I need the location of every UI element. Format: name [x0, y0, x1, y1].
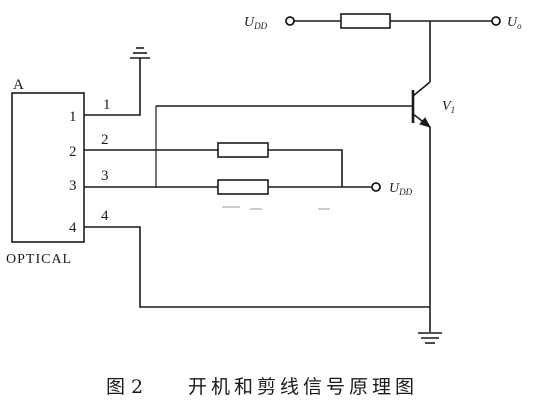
transistor-v1	[411, 21, 432, 332]
supply-top-left-label: UDD	[244, 15, 268, 31]
figure-title: 开机和剪线信号原理图	[188, 376, 418, 398]
connector-name: OPTICAL	[6, 252, 72, 267]
resistor-pin2	[217, 142, 269, 158]
pin4-wire	[84, 226, 430, 308]
pin1-wire	[84, 58, 141, 116]
supply-mid-label: UDD	[389, 181, 413, 197]
ground-symbol-top	[130, 47, 150, 59]
supply-top-right-label: Uo	[507, 15, 522, 31]
terminal-udd-top	[285, 16, 295, 26]
pin-number-3: 3	[69, 178, 77, 194]
terminal-uo	[491, 16, 501, 26]
resistor-pin3	[217, 179, 269, 195]
wire-label-4: 4	[101, 208, 109, 224]
scan-artifact	[222, 206, 330, 210]
connector-letter: A	[13, 77, 24, 93]
terminal-udd-mid	[371, 182, 381, 192]
pin-number-4: 4	[69, 220, 77, 236]
pin2-wire	[84, 149, 343, 187]
resistor-top	[340, 13, 391, 29]
ground-symbol-bottom	[418, 332, 442, 344]
wire-label-1: 1	[103, 97, 111, 113]
wire-label-2: 2	[101, 132, 109, 148]
wire-label-3: 3	[101, 168, 109, 184]
figure-number: 图 2	[106, 376, 143, 398]
connector-body	[11, 92, 85, 243]
pin-number-1: 1	[69, 109, 77, 125]
transistor-label: V1	[442, 99, 455, 115]
pin-number-2: 2	[69, 144, 77, 160]
